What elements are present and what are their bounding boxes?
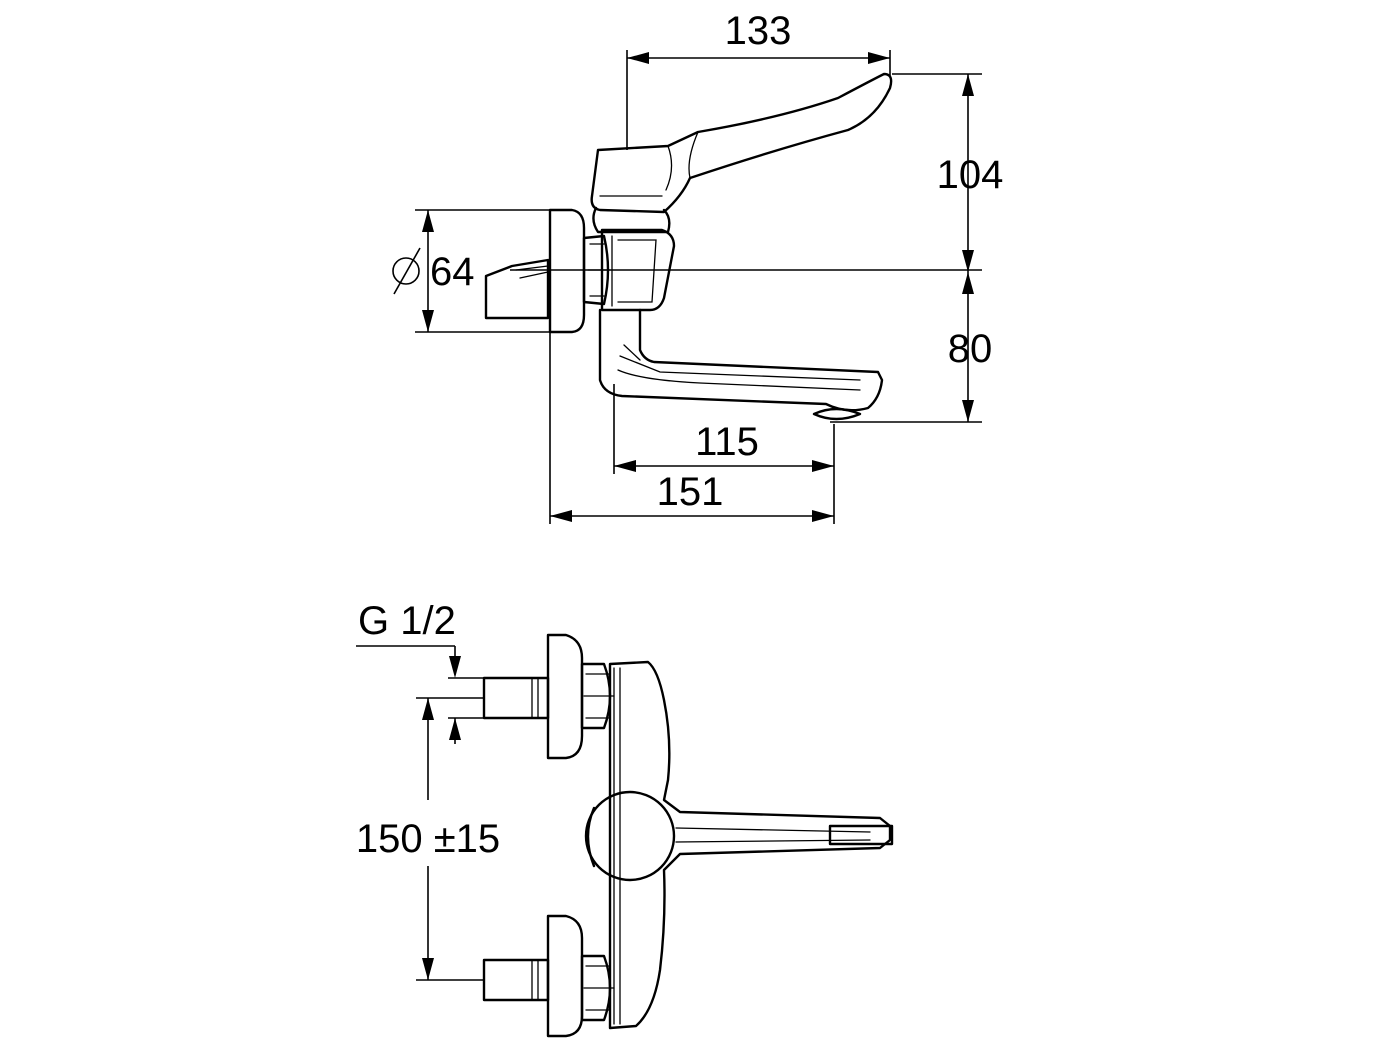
- dim-spout-reach-wall: 151: [549, 332, 834, 524]
- thread-size-label: G 1/2: [358, 599, 456, 643]
- inlet-connector: [484, 258, 550, 320]
- dim-inlet-spacing: 150 ±15: [356, 697, 500, 981]
- dim-handle-height: 104: [892, 73, 1004, 272]
- side-view: 133 104 80: [392, 9, 1004, 524]
- dim-spout-reach-body-label: 115: [695, 420, 759, 464]
- upper-inlet-pipe: [482, 676, 550, 720]
- dim-spout-reach-wall-label: 151: [657, 470, 724, 514]
- upper-flange: [546, 633, 584, 760]
- dim-flange-diameter-label: 64: [430, 250, 475, 294]
- inlet-spacing-label: 150 ±15: [356, 817, 500, 861]
- dim-spout-reach-body: 115: [613, 384, 835, 524]
- lever-handle: [590, 72, 893, 234]
- dim-handle-reach: 133: [626, 9, 891, 150]
- dim-handle-height-label: 104: [937, 153, 1004, 197]
- diameter-icon: [392, 247, 421, 295]
- dim-spout-height: 80: [830, 272, 993, 423]
- dim-thread-size: G 1/2: [356, 599, 484, 744]
- front-view: G 1/2 150 ±15: [356, 599, 894, 1038]
- wall-flange: [548, 208, 586, 334]
- control-disk: [584, 790, 676, 882]
- mixer-body-front: [608, 660, 894, 1030]
- spout: [598, 308, 884, 421]
- dim-spout-height-label: 80: [948, 327, 993, 371]
- lower-inlet-pipe: [482, 958, 550, 1002]
- dim-flange-diameter: 64: [392, 209, 550, 333]
- lower-flange: [546, 914, 584, 1038]
- dim-handle-reach-label: 133: [725, 9, 792, 53]
